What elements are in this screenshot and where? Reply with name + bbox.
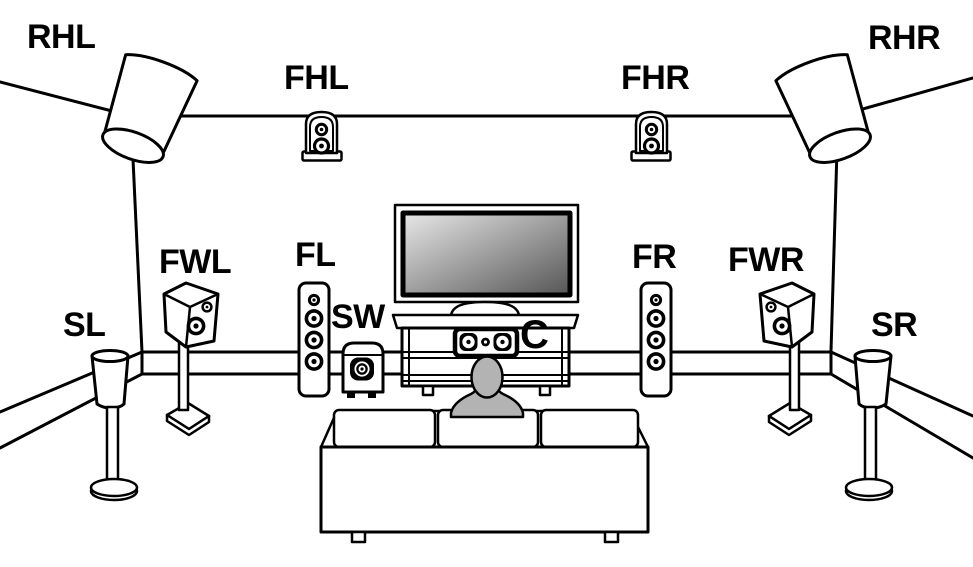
center-speaker-graphic — [452, 326, 520, 359]
label-fl: FL — [295, 236, 336, 274]
label-fhr: FHR — [621, 59, 690, 97]
label-rhl: RHL — [27, 18, 96, 56]
label-sr: SR — [871, 306, 918, 344]
sw-speaker-graphic — [341, 341, 385, 398]
fhl-speaker-graphic — [301, 110, 343, 162]
label-fr: FR — [632, 238, 677, 276]
label-sw: SW — [331, 298, 385, 336]
tv-screen — [400, 210, 573, 298]
label-c: C — [520, 313, 549, 357]
listener-head — [470, 355, 504, 399]
fr-speaker-graphic — [639, 281, 673, 398]
tv-cabinet-graphic — [391, 313, 580, 397]
fhr-speaker-graphic — [630, 110, 672, 162]
tv-stand-neck — [449, 300, 521, 319]
label-sl: SL — [63, 306, 106, 344]
label-rhr: RHR — [868, 19, 941, 57]
label-fhl: FHL — [284, 59, 349, 97]
sofa-graphic — [319, 408, 650, 544]
label-fwr: FWR — [728, 241, 804, 279]
label-fwl: FWL — [159, 243, 232, 281]
tv-graphic — [393, 203, 580, 319]
fl-speaker-graphic — [297, 281, 331, 398]
ceiling-edge — [0, 76, 973, 118]
listener-graphic — [449, 355, 525, 419]
